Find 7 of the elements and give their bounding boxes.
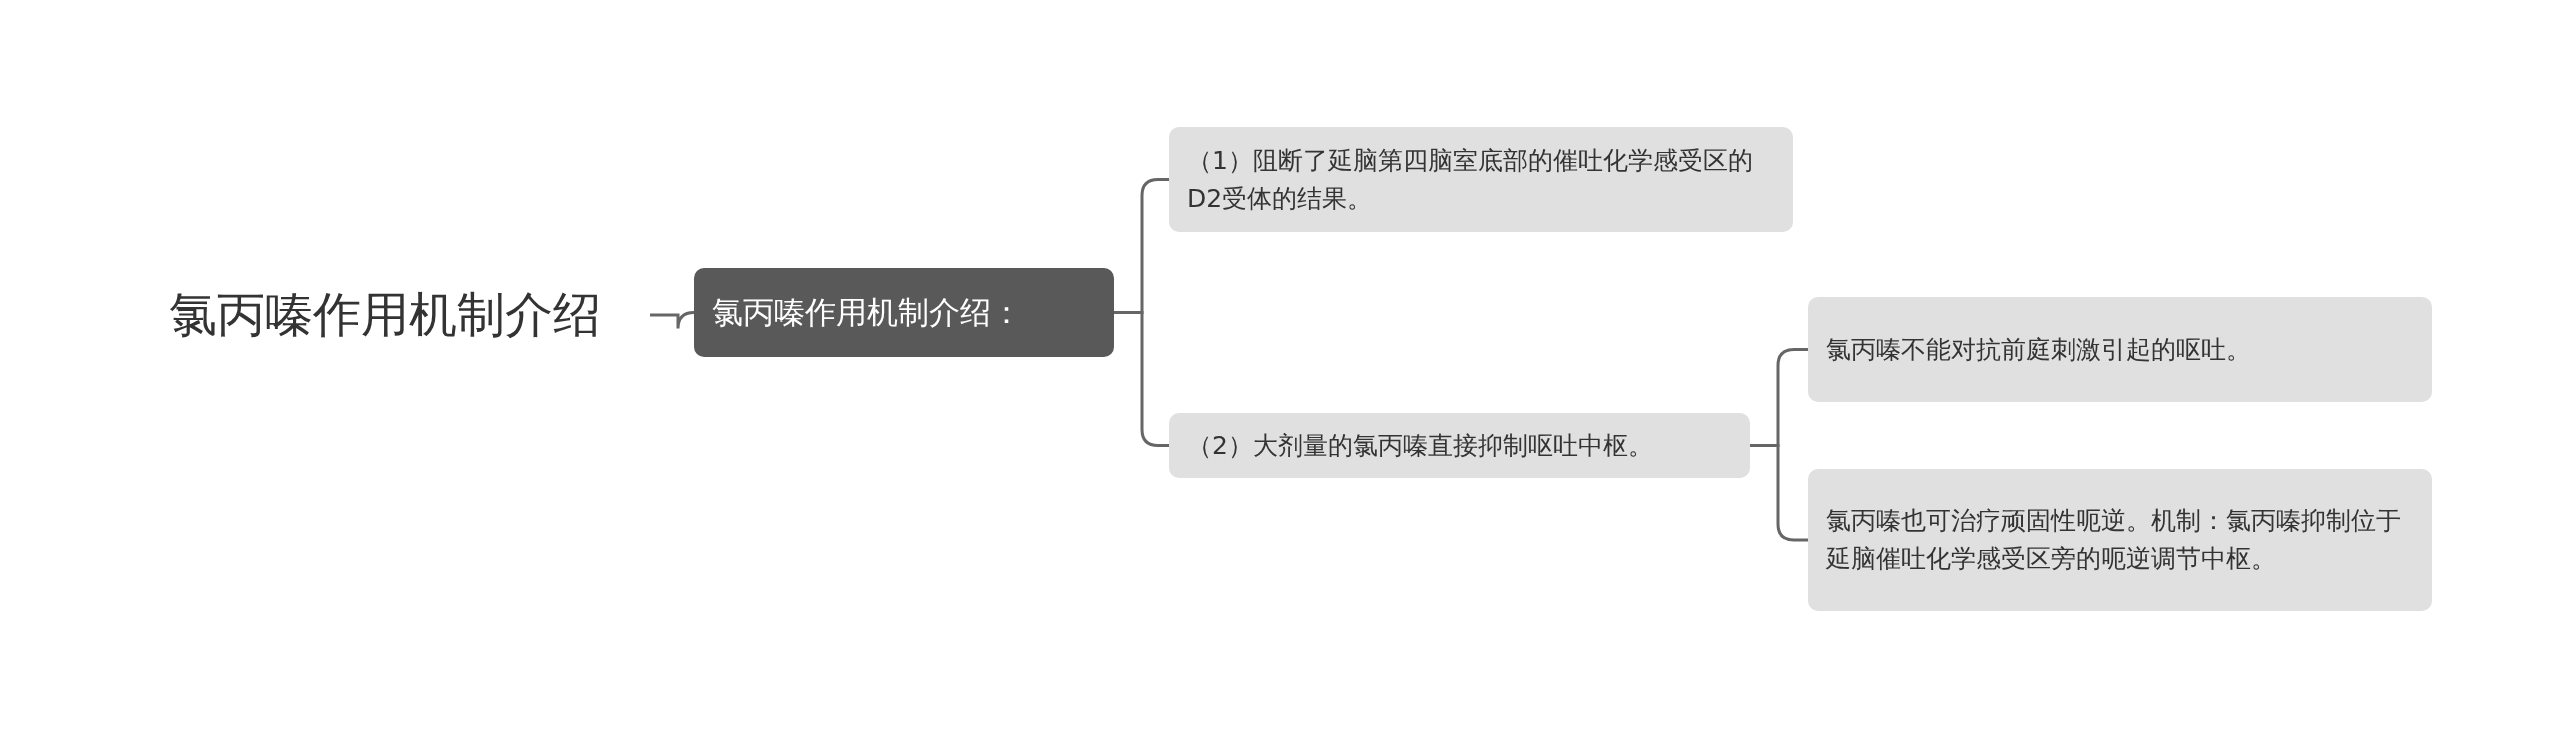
branch-box: 氯丙嗪不能对抗前庭刺激引起的呕吐。 xyxy=(1808,297,2432,402)
branch-box: 氯丙嗪也可治疗顽固性呃逆。机制：氯丙嗪抑制位于延脑催吐化学感受区旁的呃逆调节中枢。 xyxy=(1808,469,2432,611)
branch-box: （1）阻断了延脑第四脑室底部的催吐化学感受区的D2受体的结果。 xyxy=(1169,127,1793,232)
branch-box: （2）大剂量的氯丙嗪直接抑制呕吐中枢。 xyxy=(1169,413,1750,478)
connector-line xyxy=(650,311,696,330)
topic-text: 氯丙嗪作用机制介绍 xyxy=(130,270,640,360)
topic-box: 氯丙嗪作用机制介绍： xyxy=(694,268,1114,357)
